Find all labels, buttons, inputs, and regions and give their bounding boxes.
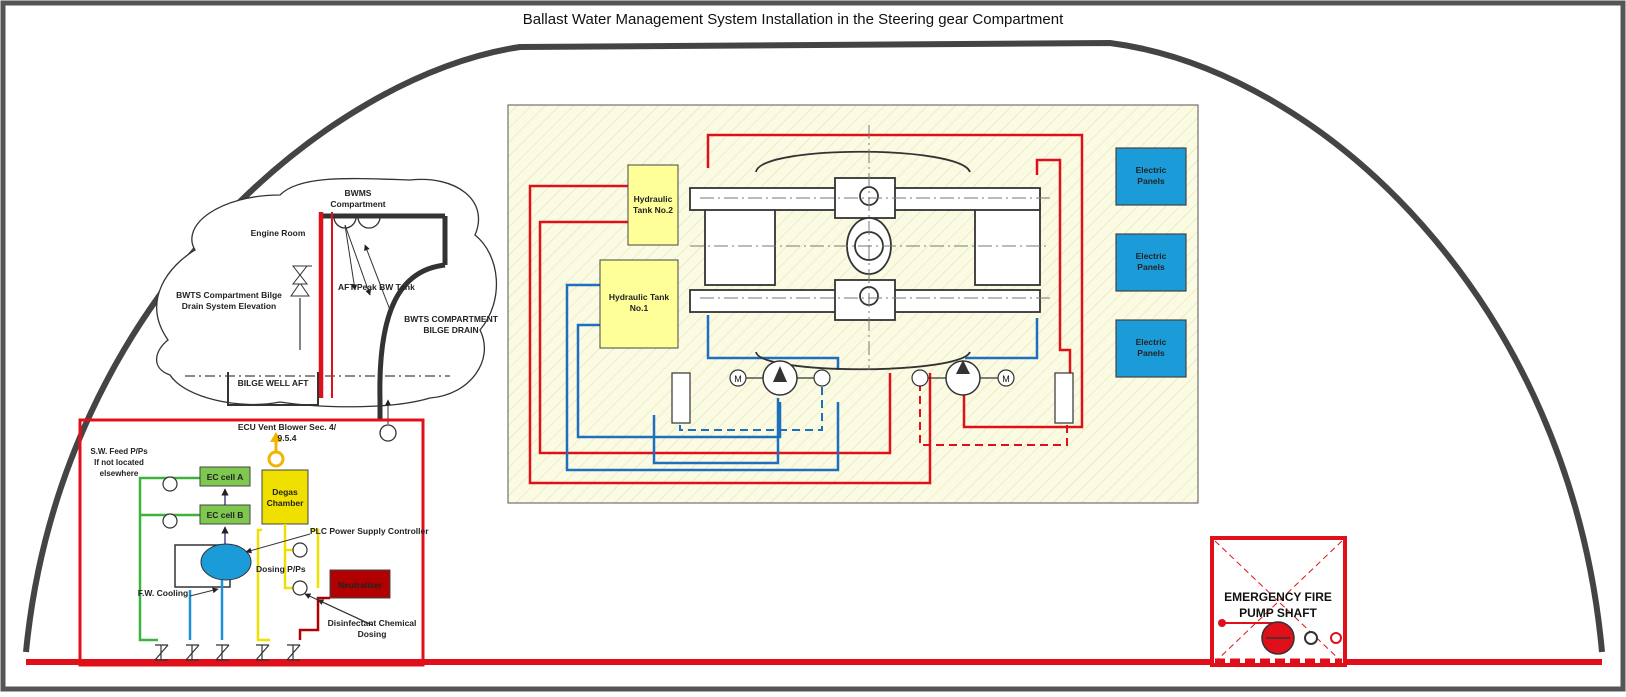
elevation-label-2: Drain System Elevation bbox=[182, 301, 276, 311]
bilge-drain-label-1: BWTS COMPARTMENT bbox=[404, 314, 499, 324]
bwms-compartment-label-2: Compartment bbox=[330, 199, 385, 209]
red-hydraulic-lines bbox=[528, 133, 1084, 485]
electric-panel-1-label-1: Electric bbox=[1136, 165, 1167, 175]
steering-gear-rams bbox=[689, 150, 1041, 371]
dosing-pump-2-icon bbox=[292, 580, 308, 596]
drain-valves bbox=[154, 644, 301, 661]
blue-hydraulic-lines bbox=[565, 283, 1039, 472]
hull-outline bbox=[23, 39, 1605, 653]
valve-block-left bbox=[671, 372, 691, 424]
ec-cell-b-label: EC cell B bbox=[207, 510, 244, 520]
disinfectant-label-1: Disinfectant Chemical bbox=[328, 618, 417, 628]
tank1-label-1: Hydraulic Tank bbox=[609, 292, 670, 302]
tank1-label-2: No.1 bbox=[630, 303, 649, 313]
vent-label-2: 9.5.4 bbox=[278, 433, 297, 443]
bwms-compartment: ECU Vent Blower Sec. 4/ 9.5.4 S.W. Feed … bbox=[78, 418, 429, 667]
dosing-pump-1-icon bbox=[292, 542, 308, 558]
vent-fan-icon bbox=[267, 450, 285, 468]
neutralizer bbox=[329, 569, 391, 599]
neutralizer-label: Neutralizer bbox=[338, 580, 383, 590]
electric-panel-2-label-1: Electric bbox=[1136, 251, 1167, 261]
sw-feed-label-1: S.W. Feed P/Ps bbox=[90, 447, 148, 456]
electric-panel-3-label-2: Panels bbox=[1137, 348, 1165, 358]
tank2-label-1: Hydraulic bbox=[634, 194, 673, 204]
hydraulic-tank-2 bbox=[627, 164, 679, 246]
hydraulic-tank-1 bbox=[599, 259, 679, 349]
motor-right-label: M bbox=[1002, 374, 1010, 384]
aft-peak-label: AFT Peak BW Tank bbox=[338, 282, 415, 292]
vent-label-1: ECU Vent Blower Sec. 4/ bbox=[238, 422, 337, 432]
sw-pump-1-icon bbox=[162, 476, 178, 492]
electric-panel-1 bbox=[1115, 147, 1187, 206]
electric-panel-3-label-1: Electric bbox=[1136, 337, 1167, 347]
emergency-fire-pump-shaft: EMERGENCY FIRE PUMP SHAFT bbox=[1210, 536, 1347, 667]
aux-pump-left-icon bbox=[813, 369, 831, 387]
bilge-well-label: BILGE WELL AFT bbox=[238, 378, 310, 388]
sw-pump-2-icon bbox=[162, 513, 178, 529]
plc-controller bbox=[200, 543, 252, 581]
fire-pump-label-2: PUMP SHAFT bbox=[1239, 606, 1317, 620]
steering-gear-area: Hydraulic Tank No.2 Hydraulic Tank No.1 bbox=[507, 104, 1199, 504]
degas-label-1: Degas bbox=[272, 487, 298, 497]
bilge-drain-label-2: BILGE DRAIN bbox=[423, 325, 478, 335]
bilge-drain-inset: Engine Room BWMS Compartment BWTS Compar… bbox=[155, 177, 499, 442]
elevation-label-1: BWTS Compartment Bilge bbox=[176, 290, 282, 300]
sw-feed-label-2: If not located bbox=[94, 458, 144, 467]
degas-chamber bbox=[261, 469, 309, 525]
dosing-label: Dosing P/Ps bbox=[256, 564, 306, 574]
fire-pump-label-1: EMERGENCY FIRE bbox=[1224, 590, 1332, 604]
fw-cooling-label: F.W. Cooling bbox=[138, 588, 189, 598]
electric-panel-3 bbox=[1115, 319, 1187, 378]
plc-label: PLC Power Supply Controller bbox=[310, 526, 429, 536]
ec-cell-a bbox=[199, 466, 251, 487]
aux-pump-right-icon bbox=[911, 369, 929, 387]
electric-panel-1-label-2: Panels bbox=[1137, 176, 1165, 186]
diagram-title: Ballast Water Management System Installa… bbox=[523, 11, 1064, 28]
disinfectant-label-2: Dosing bbox=[358, 629, 387, 639]
valve-block-right bbox=[1054, 372, 1074, 424]
motor-left-label: M bbox=[734, 374, 742, 384]
electric-panel-2 bbox=[1115, 233, 1187, 292]
ec-cell-a-label: EC cell A bbox=[207, 472, 244, 482]
engine-room-label: Engine Room bbox=[251, 228, 306, 238]
bwms-compartment-label-1: BWMS bbox=[345, 188, 372, 198]
tank2-label-2: Tank No.2 bbox=[633, 205, 673, 215]
electric-panel-2-label-2: Panels bbox=[1137, 262, 1165, 272]
degas-label-2: Chamber bbox=[267, 498, 305, 508]
sw-feed-label-3: elsewhere bbox=[100, 469, 139, 478]
